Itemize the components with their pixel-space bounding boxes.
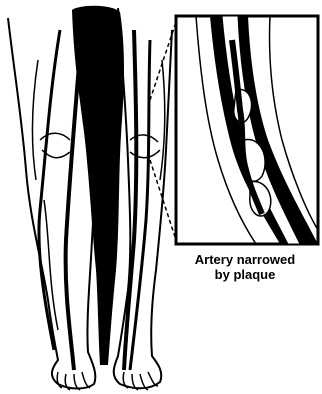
inset-caption: Artery narrowed by plaque [170, 252, 320, 282]
right-leg-vessel-1 [130, 40, 150, 370]
right-leg-vessel-3 [160, 60, 165, 180]
callout-line-bottom [150, 160, 176, 240]
left-leg-vessel-1 [39, 30, 60, 350]
left-leg-vessel-3 [32, 60, 38, 180]
caption-line-2: by plaque [170, 267, 320, 282]
left-leg-vessel-2 [66, 30, 82, 370]
caption-line-1: Artery narrowed [170, 252, 320, 267]
